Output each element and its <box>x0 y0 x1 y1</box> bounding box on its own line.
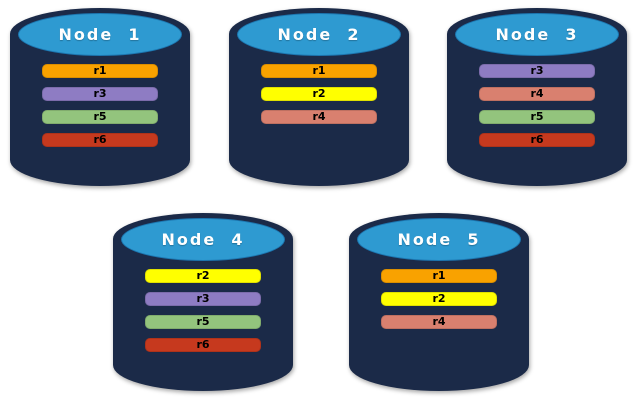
node-label: Node 5 <box>397 230 481 249</box>
replica-bar-r1: r1 <box>381 269 497 283</box>
node-label: Node 1 <box>58 25 142 44</box>
replica-bar-r2: r2 <box>261 87 377 101</box>
replica-bar-r1: r1 <box>42 64 158 78</box>
node-3-cylinder: Node 3 r3 r4 r5 r6 <box>447 8 627 186</box>
replica-bar-r5: r5 <box>479 110 595 124</box>
cylinder-top-ellipse: Node 2 <box>237 13 401 56</box>
cylinder-top-ellipse: Node 3 <box>455 13 619 56</box>
cylinder-top-ellipse: Node 5 <box>357 218 521 261</box>
node-1-cylinder: Node 1 r1 r3 r5 r6 <box>10 8 190 186</box>
node-label: Node 2 <box>277 25 361 44</box>
replica-bar-r6: r6 <box>479 133 595 147</box>
node-2-cylinder: Node 2 r1 r2 r4 <box>229 8 409 186</box>
node-label: Node 3 <box>495 25 579 44</box>
replica-bar-r4: r4 <box>261 110 377 124</box>
replica-list: r1 r2 r4 <box>381 269 497 329</box>
replica-bar-r5: r5 <box>145 315 261 329</box>
replica-bar-r6: r6 <box>42 133 158 147</box>
replica-bar-r6: r6 <box>145 338 261 352</box>
cylinder-top-ellipse: Node 4 <box>121 218 285 261</box>
node-5-cylinder: Node 5 r1 r2 r4 <box>349 213 529 391</box>
replica-list: r3 r4 r5 r6 <box>479 64 595 147</box>
replica-bar-r3: r3 <box>145 292 261 306</box>
node-4-cylinder: Node 4 r2 r3 r5 r6 <box>113 213 293 391</box>
replica-list: r1 r2 r4 <box>261 64 377 124</box>
replica-bar-r4: r4 <box>479 87 595 101</box>
replica-bar-r1: r1 <box>261 64 377 78</box>
replica-bar-r4: r4 <box>381 315 497 329</box>
replica-bar-r5: r5 <box>42 110 158 124</box>
replica-bar-r3: r3 <box>42 87 158 101</box>
replica-bar-r3: r3 <box>479 64 595 78</box>
cylinder-top-ellipse: Node 1 <box>18 13 182 56</box>
replica-list: r1 r3 r5 r6 <box>42 64 158 147</box>
replica-list: r2 r3 r5 r6 <box>145 269 261 352</box>
replica-bar-r2: r2 <box>381 292 497 306</box>
node-label: Node 4 <box>161 230 245 249</box>
replica-bar-r2: r2 <box>145 269 261 283</box>
